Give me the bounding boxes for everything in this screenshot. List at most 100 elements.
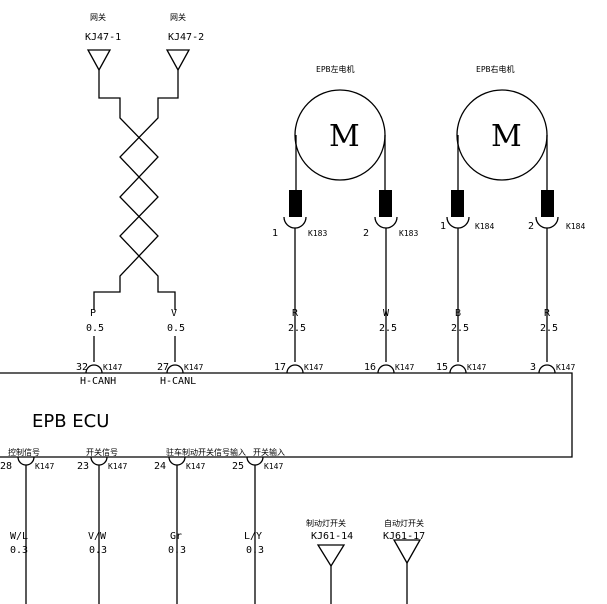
connector-block bbox=[541, 190, 554, 217]
connector-block bbox=[379, 190, 392, 217]
wire-size: 0.3 bbox=[89, 545, 107, 556]
connector-code: K147 bbox=[186, 462, 205, 471]
bottom-connector-1: 制动灯开关 KJ61-14 bbox=[306, 518, 353, 604]
connector-code: K183 bbox=[308, 229, 327, 238]
pin-desc: 驻车制动开关信号输入 bbox=[166, 447, 246, 457]
pin-number: 27 bbox=[157, 362, 169, 373]
connector-triangle-icon bbox=[392, 539, 422, 565]
pin-number: 24 bbox=[154, 461, 166, 472]
connector-title: 制动灯开关 bbox=[306, 518, 346, 528]
pin-desc: 控制信号 bbox=[8, 447, 40, 457]
wire-color: V/W bbox=[88, 531, 107, 542]
wire-color: Gr bbox=[170, 531, 182, 542]
connector-cup-icon bbox=[17, 456, 35, 466]
connector-cup-icon bbox=[283, 216, 307, 229]
pin-number: 1 bbox=[272, 228, 278, 239]
signal-name: H-CANH bbox=[80, 376, 116, 387]
wire-color: P bbox=[90, 308, 96, 319]
bottom-wires bbox=[25, 465, 256, 604]
connector-triangle-icon bbox=[165, 49, 191, 72]
connector-code: K147 bbox=[35, 462, 54, 471]
connector-cup-icon bbox=[246, 456, 264, 466]
top-ecu-pins: 32 K147 H-CANH 27 K147 H-CANL 17 K147 16… bbox=[76, 362, 575, 387]
connector-cup-icon bbox=[90, 456, 108, 466]
connector-code: K183 bbox=[399, 229, 418, 238]
motor-symbol: M bbox=[491, 119, 522, 154]
ecu-label: EPB ECU bbox=[32, 411, 109, 432]
pin-number: 2 bbox=[528, 221, 534, 232]
connector-code: K147 bbox=[556, 363, 575, 372]
gateway-connector-1: 网关 KJ47-1 bbox=[85, 12, 121, 72]
motor-right: EPB右电机 M 1 K184 2 K184 bbox=[440, 64, 585, 232]
connector-cup-icon bbox=[286, 364, 304, 374]
bottom-ecu-pins: 控制信号 28 K147 开关信号 23 K147 驻车制动开关信号输入 24 … bbox=[0, 447, 285, 472]
pin-number: 2 bbox=[363, 228, 369, 239]
wire-color: W bbox=[383, 308, 390, 319]
wire-size: 0.3 bbox=[246, 545, 264, 556]
wire-color: L/Y bbox=[244, 531, 262, 542]
signal-name: H-CANL bbox=[160, 376, 196, 387]
wire-size: 2.5 bbox=[288, 323, 306, 334]
connector-code: K147 bbox=[103, 363, 122, 372]
pin-number: 23 bbox=[77, 461, 89, 472]
wire-size: 0.5 bbox=[167, 323, 185, 334]
connector-cup-icon bbox=[85, 364, 103, 374]
connector-code: K147 bbox=[264, 462, 283, 471]
connector-cup-icon bbox=[377, 364, 395, 374]
connector-title: 自动灯开关 bbox=[384, 518, 424, 528]
connector-code: K147 bbox=[304, 363, 323, 372]
motor-symbol: M bbox=[329, 119, 360, 154]
pin-number: 25 bbox=[232, 461, 244, 472]
wire-color: R bbox=[292, 308, 299, 319]
wire-color: B bbox=[455, 308, 461, 319]
motor-title: EPB左电机 bbox=[316, 64, 354, 74]
ecu-box: EPB ECU bbox=[0, 372, 573, 458]
wire-size: 0.5 bbox=[86, 323, 104, 334]
wire-color: W/L bbox=[10, 531, 28, 542]
connector-cup-icon bbox=[449, 364, 467, 374]
motor-wires bbox=[93, 228, 548, 362]
connector-title: 网关 bbox=[170, 12, 186, 22]
pin-number: 28 bbox=[0, 461, 12, 472]
wire-size: 0.3 bbox=[10, 545, 28, 556]
connector-title: 网关 bbox=[90, 12, 106, 22]
wire-size: 2.5 bbox=[540, 323, 558, 334]
wire-color: V bbox=[171, 308, 177, 319]
connector-code: KJ61-17 bbox=[383, 531, 425, 542]
pin-number: 32 bbox=[76, 362, 88, 373]
connector-block bbox=[451, 190, 464, 217]
pin-number: 15 bbox=[436, 362, 448, 373]
connector-cup-icon bbox=[538, 364, 556, 374]
connector-cup-icon bbox=[374, 216, 398, 229]
twisted-pair bbox=[93, 70, 179, 310]
pin-number: 1 bbox=[440, 221, 446, 232]
connector-code: K147 bbox=[467, 363, 486, 372]
connector-code: K147 bbox=[395, 363, 414, 372]
connector-code: K184 bbox=[566, 222, 585, 231]
connector-code: K147 bbox=[184, 363, 203, 372]
connector-code: K184 bbox=[475, 222, 494, 231]
wire-size: 2.5 bbox=[379, 323, 397, 334]
connector-code: KJ47-2 bbox=[168, 32, 204, 43]
pin-desc: 开关信号 bbox=[86, 447, 118, 457]
pin-number: 3 bbox=[530, 362, 536, 373]
pin-number: 16 bbox=[364, 362, 376, 373]
connector-code: K147 bbox=[108, 462, 127, 471]
bottom-connector-2: 自动灯开关 KJ61-17 bbox=[383, 518, 425, 604]
connector-cup-icon bbox=[535, 216, 559, 229]
connector-cup-icon bbox=[446, 216, 470, 229]
connector-code: KJ61-14 bbox=[311, 531, 353, 542]
motor-left: EPB左电机 M 1 K183 2 K183 bbox=[272, 64, 418, 239]
wire-size: 2.5 bbox=[451, 323, 469, 334]
bottom-wire-labels: W/L 0.3 V/W 0.3 Gr 0.3 L/Y 0.3 bbox=[10, 531, 264, 556]
top-wire-labels: P 0.5 V 0.5 R 2.5 W 2.5 B 2.5 R 2.5 bbox=[86, 308, 558, 334]
wire-color: R bbox=[544, 308, 551, 319]
motor-title: EPB右电机 bbox=[476, 64, 514, 74]
pin-desc: 开关输入 bbox=[253, 447, 285, 457]
connector-triangle-icon bbox=[316, 544, 346, 568]
connector-cup-icon bbox=[168, 456, 186, 466]
pin-number: 17 bbox=[274, 362, 286, 373]
gateway-connector-2: 网关 KJ47-2 bbox=[165, 12, 204, 72]
connector-triangle-icon bbox=[86, 49, 112, 72]
